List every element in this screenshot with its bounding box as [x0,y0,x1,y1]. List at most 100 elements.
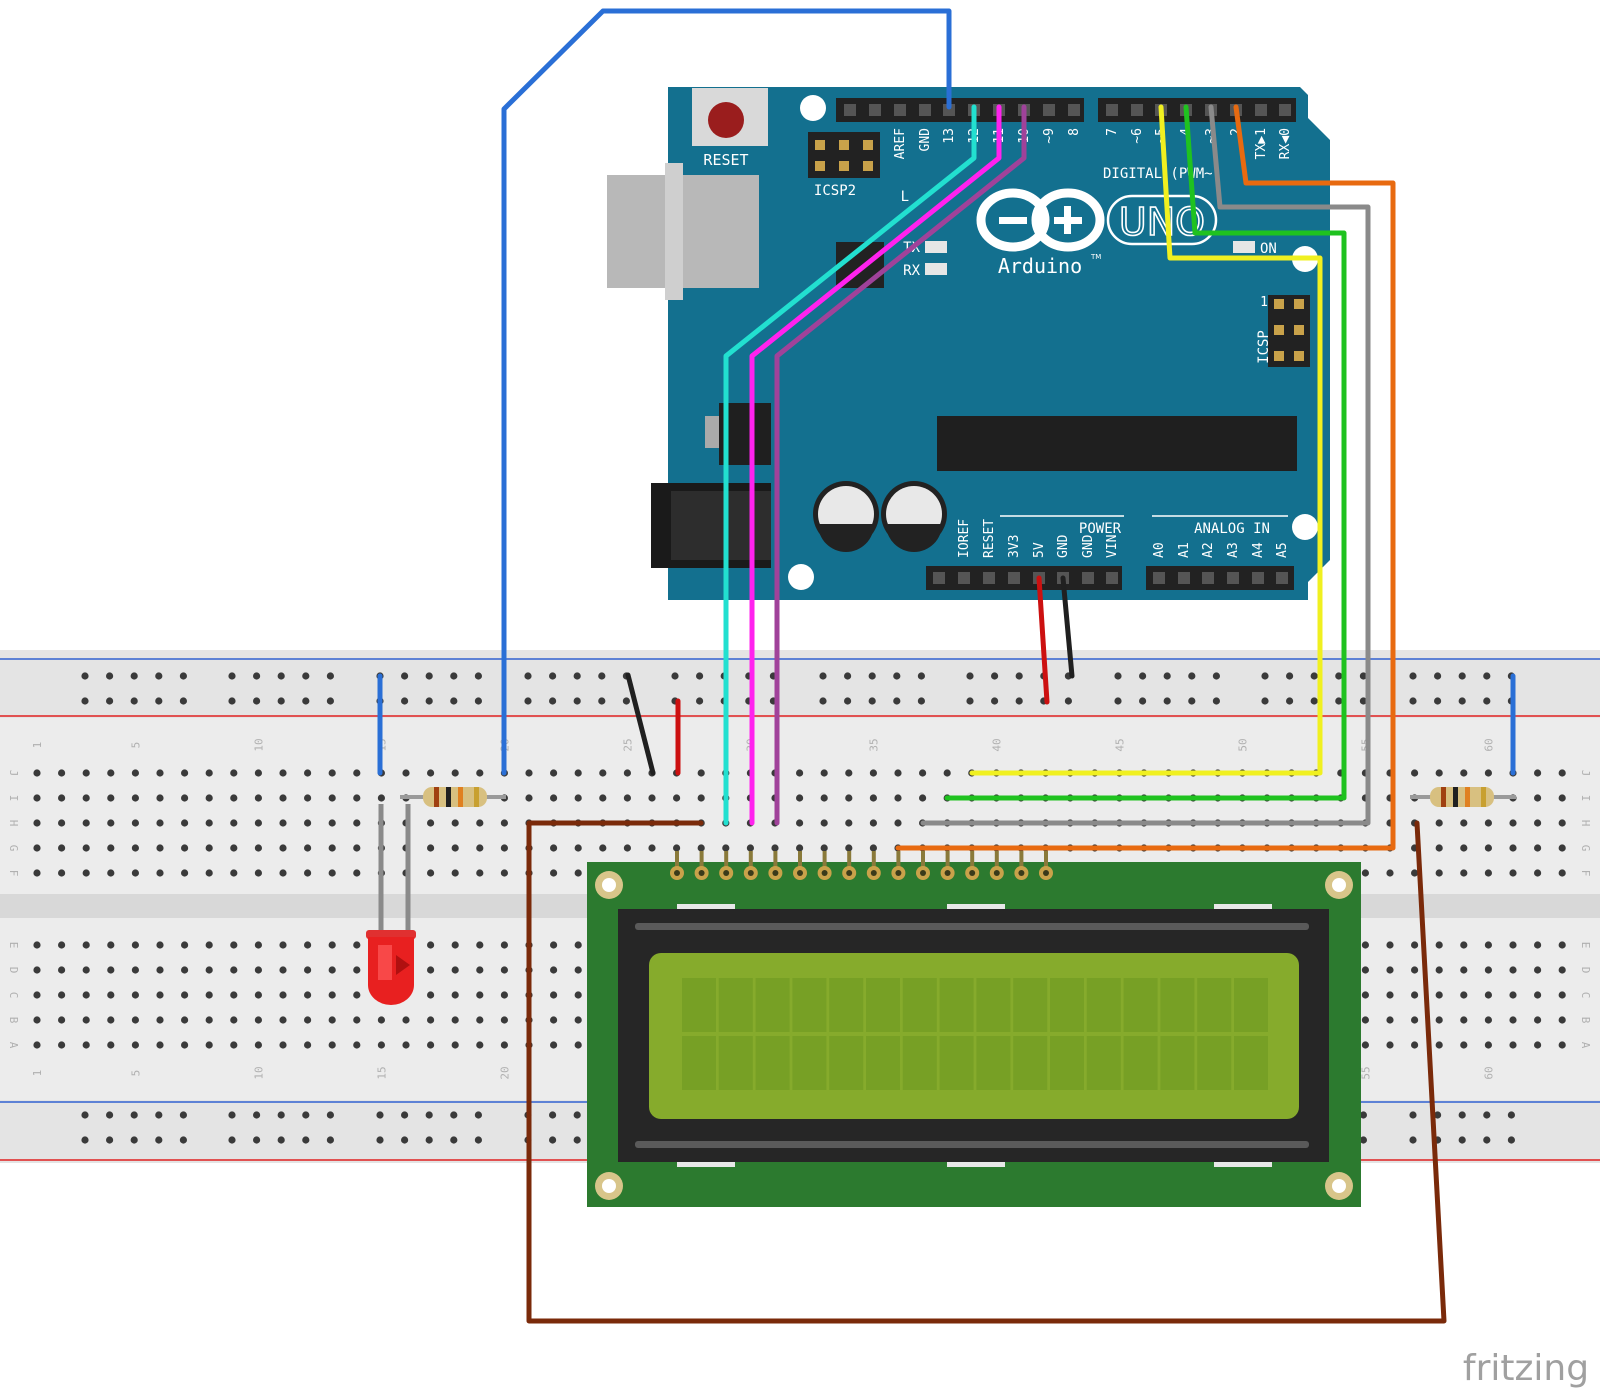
breadboard-hole[interactable] [254,1016,262,1024]
breadboard-hole[interactable] [304,844,312,852]
breadboard-hole[interactable] [476,819,484,827]
breadboard-hole[interactable] [230,966,238,974]
breadboard-hole[interactable] [107,941,115,949]
breadboard-hole[interactable] [820,819,828,827]
breadboard-hole[interactable] [1509,1041,1517,1049]
breadboard-hole[interactable] [230,769,238,777]
breadboard-rail-hole[interactable] [671,672,679,680]
breadboard-hole[interactable] [550,1041,558,1049]
breadboard-hole[interactable] [205,966,213,974]
breadboard-hole[interactable] [131,991,139,999]
breadboard-rail-hole[interactable] [155,1111,163,1119]
breadboard-hole[interactable] [279,966,287,974]
breadboard-hole[interactable] [1411,869,1419,877]
header-pin[interactable] [933,572,945,584]
breadboard-hole[interactable] [402,1041,410,1049]
breadboard-rail-hole[interactable] [450,1111,458,1119]
breadboard-rail-hole[interactable] [1458,1111,1466,1119]
breadboard-hole[interactable] [156,991,164,999]
breadboard-hole[interactable] [1460,819,1468,827]
breadboard-hole[interactable] [205,769,213,777]
breadboard-rail-hole[interactable] [1015,672,1023,680]
breadboard-rail-hole[interactable] [474,672,482,680]
breadboard-hole[interactable] [107,794,115,802]
breadboard-hole[interactable] [476,941,484,949]
breadboard-hole[interactable] [673,794,681,802]
breadboard-hole[interactable] [1411,1016,1419,1024]
breadboard-hole[interactable] [353,819,361,827]
breadboard-hole[interactable] [869,794,878,802]
breadboard-hole[interactable] [181,769,189,777]
breadboard-hole[interactable] [131,966,139,974]
breadboard-rail-hole[interactable] [1507,1136,1515,1144]
breadboard-hole[interactable] [1386,1041,1394,1049]
breadboard-rail-hole[interactable] [302,697,310,705]
breadboard-hole[interactable] [279,794,287,802]
breadboard-hole[interactable] [1484,869,1492,877]
breadboard-hole[interactable] [254,941,262,949]
breadboard-hole[interactable] [500,819,508,827]
header-pin[interactable] [958,572,970,584]
breadboard-rail-hole[interactable] [253,672,261,680]
breadboard-rail-hole[interactable] [1434,672,1442,680]
breadboard-rail-hole[interactable] [1212,697,1220,705]
breadboard-hole[interactable] [328,1016,336,1024]
breadboard-hole[interactable] [58,966,66,974]
breadboard-hole[interactable] [1484,966,1492,974]
breadboard-rail-hole[interactable] [1483,1111,1491,1119]
breadboard-hole[interactable] [254,794,262,802]
breadboard-hole[interactable] [525,769,533,777]
header-pin[interactable] [1043,104,1055,116]
breadboard-hole[interactable] [58,869,66,877]
breadboard-rail-hole[interactable] [474,1111,482,1119]
breadboard-hole[interactable] [82,966,90,974]
breadboard-hole[interactable] [156,1016,164,1024]
breadboard-rail-hole[interactable] [1434,1111,1442,1119]
breadboard-hole[interactable] [845,844,853,852]
header-pin[interactable] [1106,572,1118,584]
breadboard-hole[interactable] [451,991,459,999]
breadboard-hole[interactable] [500,844,508,852]
breadboard-rail-hole[interactable] [893,697,901,705]
breadboard-hole[interactable] [181,1016,189,1024]
breadboard-hole[interactable] [869,844,878,852]
breadboard-hole[interactable] [82,819,90,827]
breadboard-hole[interactable] [451,1041,459,1049]
breadboard-rail-hole[interactable] [179,697,187,705]
breadboard-hole[interactable] [697,844,705,852]
breadboard-rail-hole[interactable] [917,697,926,705]
header-pin[interactable] [1068,104,1080,116]
breadboard-hole[interactable] [304,769,312,777]
breadboard-hole[interactable] [1460,844,1468,852]
breadboard-hole[interactable] [33,869,41,877]
breadboard-hole[interactable] [254,844,262,852]
breadboard-rail-hole[interactable] [401,1136,409,1144]
breadboard-rail-hole[interactable] [130,672,138,680]
breadboard-hole[interactable] [550,869,558,877]
breadboard-hole[interactable] [1558,819,1566,827]
breadboard-hole[interactable] [550,991,558,999]
breadboard-rail-hole[interactable] [1163,672,1171,680]
breadboard-rail-hole[interactable] [253,1111,261,1119]
breadboard-hole[interactable] [353,991,361,999]
breadboard-hole[interactable] [82,869,90,877]
breadboard-hole[interactable] [550,941,558,949]
breadboard-hole[interactable] [1509,991,1517,999]
header-pin[interactable] [1252,572,1264,584]
breadboard-hole[interactable] [1460,869,1468,877]
breadboard-hole[interactable] [1411,941,1419,949]
header-pin[interactable] [943,104,955,116]
breadboard-rail-hole[interactable] [1310,672,1318,680]
breadboard-hole[interactable] [1386,1016,1394,1024]
breadboard-rail-hole[interactable] [106,697,114,705]
breadboard-hole[interactable] [304,966,312,974]
breadboard-hole[interactable] [33,769,41,777]
header-pin[interactable] [1008,572,1020,584]
breadboard-rail-hole[interactable] [253,1136,261,1144]
breadboard-rail-hole[interactable] [130,1111,138,1119]
header-pin[interactable] [1178,572,1190,584]
breadboard-hole[interactable] [451,819,459,827]
breadboard-hole[interactable] [279,941,287,949]
breadboard-rail-hole[interactable] [155,1136,163,1144]
header-pin[interactable] [1279,104,1291,116]
